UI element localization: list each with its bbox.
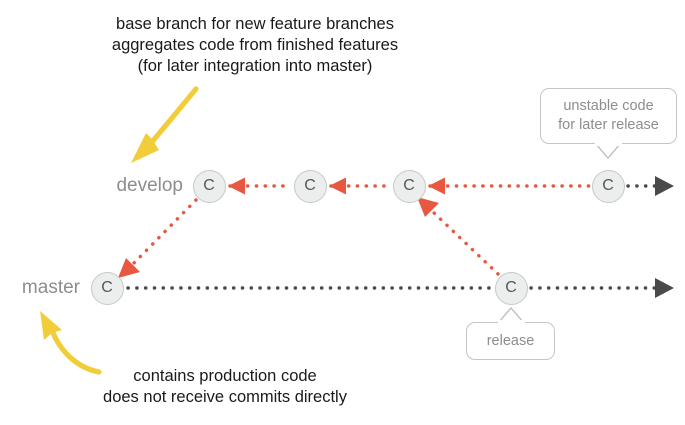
pointer-arrow-top (131, 86, 199, 163)
develop-arrowhead-2 (329, 177, 346, 195)
annotation-top-line-1: base branch for new feature branches (116, 15, 394, 33)
branch-label-develop: develop (116, 175, 183, 196)
commit-node-develop-4[interactable]: C (591, 169, 625, 203)
commit-node-label: C (304, 177, 316, 194)
annotation-bottom-line-2: does not receive commits directly (103, 388, 347, 406)
master-tip-arrowhead-icon (655, 278, 674, 298)
callout-release-line-1: release (486, 332, 535, 349)
commit-node-label: C (403, 177, 415, 194)
callout-unstable-tail (594, 142, 622, 159)
callout-release: release (466, 322, 555, 360)
callout-release-tail (497, 307, 525, 324)
develop-arrowheads (228, 176, 674, 196)
develop-arrowhead-1 (228, 177, 245, 195)
annotation-develop-description: base branch for new feature branches agg… (0, 14, 510, 77)
develop-tip-arrowhead-icon (655, 176, 674, 196)
merge-arrow-master-to-develop (417, 197, 500, 276)
callout-release-tail-mask (498, 320, 525, 326)
develop-arrowhead-3 (428, 177, 445, 195)
merge-arrow-develop-to-master (118, 198, 198, 278)
callout-unstable-line-2: for later release (558, 117, 659, 133)
commit-node-label: C (602, 177, 614, 194)
annotation-master-description: contains production code does not receiv… (0, 366, 450, 408)
commit-node-develop-1[interactable]: C (192, 169, 226, 203)
annotation-bottom-line-1: contains production code (133, 367, 317, 385)
pointer-arrow-top-shaft (144, 86, 199, 151)
commit-node-master-1[interactable]: C (90, 271, 124, 305)
callout-unstable-code: unstable code for later release (540, 88, 677, 144)
callout-unstable-tail-mask (595, 140, 622, 146)
commit-node-develop-3[interactable]: C (392, 169, 426, 203)
merge-arrow-2-head (417, 197, 439, 217)
annotation-top-line-3: (for later integration into master) (137, 57, 373, 75)
commit-node-label: C (101, 279, 113, 296)
merge-arrow-1-head (118, 258, 140, 278)
pointer-arrow-bottom-shaft (49, 327, 102, 375)
annotation-top-line-2: aggregates code from finished features (111, 36, 399, 54)
master-branch-line (126, 278, 674, 298)
callout-unstable-line-1: unstable code (563, 98, 654, 114)
commit-node-label: C (505, 279, 517, 296)
pointer-arrow-bottom (40, 311, 102, 375)
commit-node-develop-2[interactable]: C (293, 169, 327, 203)
branch-label-master: master (21, 277, 80, 298)
merge-arrow-2-line (430, 209, 500, 276)
merge-arrow-1-line (129, 198, 198, 268)
pointer-arrow-top-head (131, 133, 159, 163)
pointer-arrow-bottom-head (40, 311, 62, 340)
commit-node-label: C (203, 177, 215, 194)
commit-node-master-2[interactable]: C (494, 271, 528, 305)
